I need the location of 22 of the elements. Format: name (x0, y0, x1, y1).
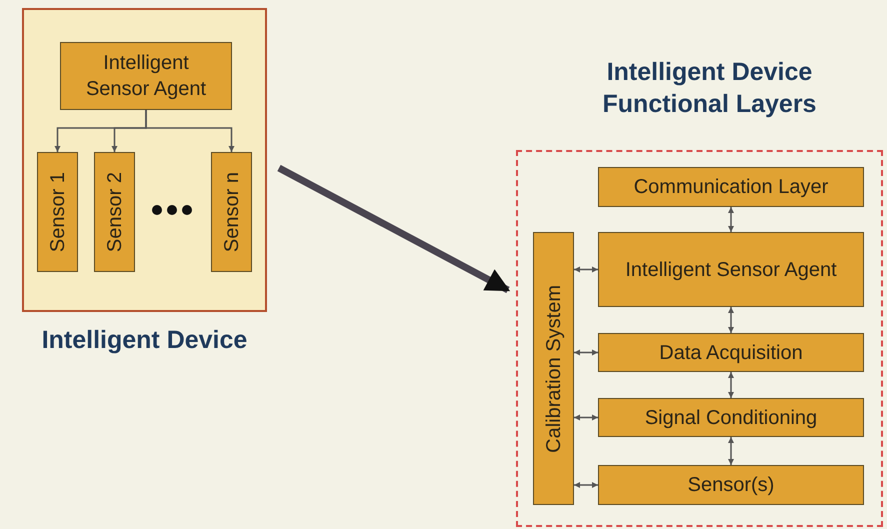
group-heading: Intelligent Device Functional Layers (602, 57, 818, 120)
process-box: Intelligent Sensor Agent (598, 232, 864, 307)
vertical-box: Calibration System (533, 232, 574, 505)
arrow (574, 482, 598, 488)
process-box: Data Acquisition (598, 333, 864, 372)
group-heading: Intelligent Device (40, 325, 248, 356)
vertical-box: Sensor n (211, 152, 252, 272)
vertical-box: Sensor 1 (37, 152, 78, 272)
arrow (574, 350, 598, 356)
arrow (728, 307, 734, 333)
vertical-box: Sensor 2 (94, 152, 135, 272)
process-box: Signal Conditioning (598, 398, 864, 437)
arrow (728, 207, 734, 232)
process-box: Communication Layer (598, 167, 864, 207)
process-box: Sensor(s) (598, 465, 864, 505)
arrow (574, 266, 598, 272)
arrow (728, 372, 734, 398)
process-box: Intelligent Sensor Agent (60, 42, 232, 110)
arrow (574, 414, 598, 420)
arrow (728, 437, 734, 465)
arrow (277, 164, 510, 294)
arrow (145, 110, 234, 152)
